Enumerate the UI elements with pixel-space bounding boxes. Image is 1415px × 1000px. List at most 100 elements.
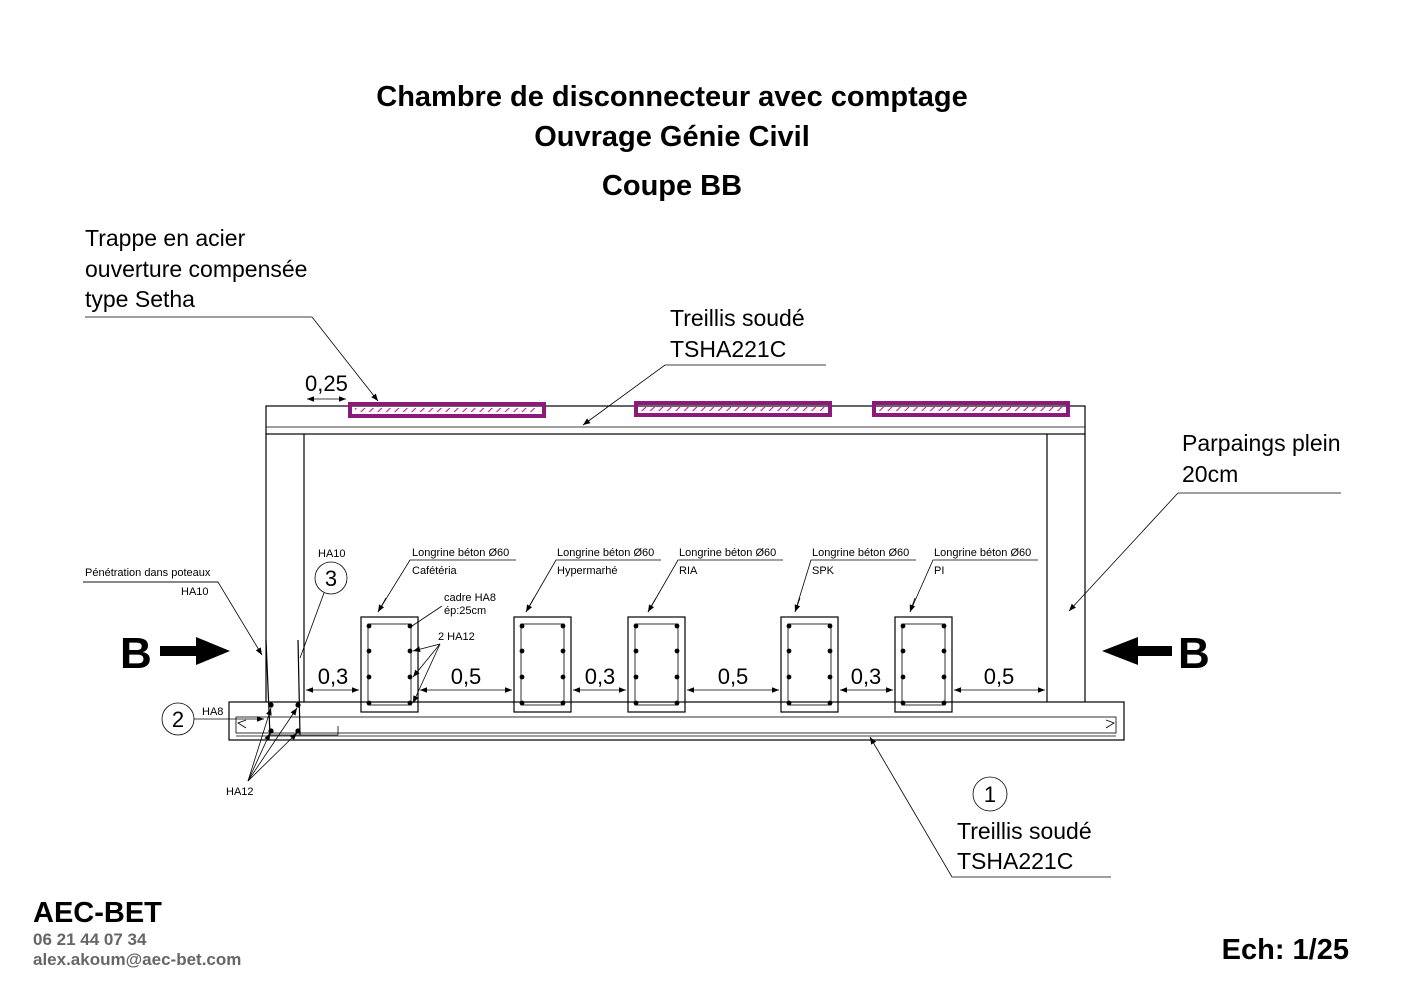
dim-trap-offset: 0,25 (305, 371, 348, 396)
ha8-label: HA8 (202, 706, 223, 718)
dim-gap-6: 0,5 (984, 664, 1015, 689)
marker-2-label: 2 (172, 707, 184, 732)
rebar-dot (633, 700, 639, 706)
marker-1 (972, 776, 1008, 812)
dim-gap-3: 0,3 (585, 664, 616, 689)
section-arrow-left (160, 637, 230, 665)
rebar-dot (366, 674, 372, 680)
rebar-dot (827, 700, 833, 706)
rebar-dot (827, 648, 833, 654)
treillis-bottom-label-1: Treillis soudé (957, 818, 1092, 844)
title-line-2: Ouvrage Génie Civil (534, 121, 810, 153)
penetration-bar-label: HA10 (181, 586, 209, 598)
rebar-dot (407, 623, 413, 629)
longrine-title-2: Longrine béton Ø60 (557, 547, 654, 559)
rebar-dot (941, 648, 947, 654)
longrine-5 (894, 616, 953, 713)
rebar-dot (560, 674, 566, 680)
longrine-4 (780, 616, 839, 713)
rebar-dot (674, 623, 680, 629)
dim-gap-1: 0,3 (318, 664, 349, 689)
firm-phone: 06 21 44 07 34 (33, 930, 147, 949)
rebar-dot (407, 648, 413, 654)
longrine-name-3: RIA (679, 565, 698, 577)
marker-1-label: 1 (984, 782, 996, 807)
longrine-title-3: Longrine béton Ø60 (679, 547, 776, 559)
rebar-dot (366, 623, 372, 629)
firm-name: AEC-BET (33, 897, 162, 929)
longrine-title-5: Longrine béton Ø60 (934, 547, 1031, 559)
parpaings-label-2: 20cm (1182, 461, 1238, 487)
rebar-dot (519, 648, 525, 654)
longrine-1 (360, 616, 419, 713)
longrine-name-2: Hypermarhé (557, 565, 618, 577)
rebar-dot (827, 674, 833, 680)
trappe-label-3: type Setha (85, 286, 195, 312)
treillis-top-label-2: TSHA221C (670, 336, 786, 362)
section-title: Coupe BB (602, 170, 742, 202)
cadre-label-1: cadre HA8 (444, 592, 496, 604)
longrine-2 (513, 616, 572, 713)
rebar-dot (786, 648, 792, 654)
trappe-label-1: Trappe en acier (85, 225, 246, 251)
ha10-label: HA10 (318, 548, 346, 560)
rebar-dot (674, 674, 680, 680)
trap-door-1 (348, 402, 546, 418)
rebar-dot (786, 700, 792, 706)
rebar-dot (941, 623, 947, 629)
two-ha12-label: 2 HA12 (438, 631, 475, 643)
firm-email: alex.akoum@aec-bet.com (33, 950, 241, 969)
longrine-label-3: Longrine béton Ø60 RIA (647, 547, 783, 613)
rebar-dot (366, 648, 372, 654)
marker-3-label: 3 (325, 566, 337, 591)
longrine-title-1: Longrine béton Ø60 (412, 547, 509, 559)
bottom-slab (228, 701, 1125, 741)
marker-3 (314, 561, 348, 595)
treillis-bottom-leader (869, 736, 1111, 878)
treillis-top-label-1: Treillis soudé (670, 305, 805, 331)
top-slab (265, 405, 1086, 435)
longrine-3 (627, 616, 686, 713)
longrine-label-4: Longrine béton Ø60 SPK (794, 547, 916, 613)
rebar-dot (900, 700, 906, 706)
rebar-dot (560, 700, 566, 706)
section-arrow-right (1102, 637, 1172, 665)
longrine-rebars (366, 623, 947, 706)
bottom-slab-mesh (235, 716, 1117, 734)
treillis-bottom-label-2: TSHA221C (957, 848, 1073, 874)
scale-label: Ech: 1/25 (1222, 934, 1349, 966)
rebar-dot (674, 648, 680, 654)
rebar-dot (366, 700, 372, 706)
rebar-dot (941, 674, 947, 680)
longrine-name-1: Cafétéria (412, 565, 458, 577)
trap-door-3 (872, 401, 1070, 417)
trappe-leader (85, 316, 379, 402)
rebar-dot (519, 623, 525, 629)
rebar-dot (407, 700, 413, 706)
rebar-dot (827, 623, 833, 629)
section-marker-left: B (120, 629, 152, 678)
rebar-dot (900, 674, 906, 680)
rebar-dot (560, 623, 566, 629)
ha12-bottom-bars (268, 702, 301, 734)
treillis-top-leader (582, 364, 826, 426)
rebar-dot (941, 700, 947, 706)
dim-gap-4: 0,5 (718, 664, 749, 689)
rebar-dot (407, 674, 413, 680)
rebar-dot (786, 674, 792, 680)
longrine-title-4: Longrine béton Ø60 (812, 547, 909, 559)
parpaings-label-1: Parpaings plein (1182, 430, 1341, 456)
rebar-dot (519, 674, 525, 680)
rebar-dot (900, 623, 906, 629)
parpaings-leader (1068, 492, 1341, 612)
cadre-label-2: ép:25cm (444, 605, 486, 617)
trappe-label-2: ouverture compensée (85, 256, 307, 282)
rebar-dot (900, 648, 906, 654)
longrine-label-1: Longrine béton Ø60 Cafétéria (377, 547, 516, 613)
title-line-1: Chambre de disconnecteur avec comptage (376, 81, 967, 113)
longrine-name-4: SPK (812, 565, 835, 577)
rebar-dot (786, 623, 792, 629)
longrine-name-5: PI (934, 565, 944, 577)
longrine-label-5: Longrine béton Ø60 PI (909, 547, 1038, 613)
